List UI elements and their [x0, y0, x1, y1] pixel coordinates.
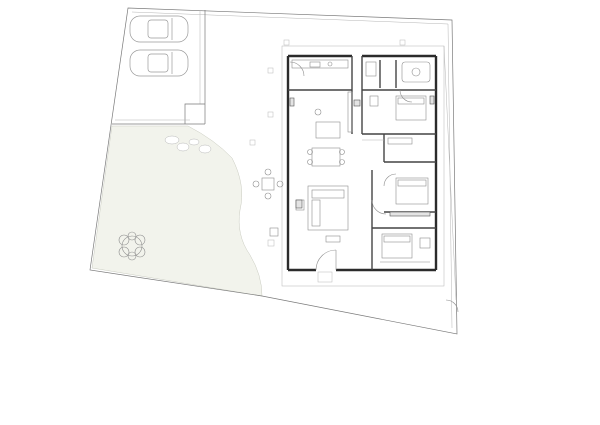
house-walls	[286, 54, 438, 272]
property-boundary	[89, 7, 458, 335]
parking-area	[112, 10, 206, 125]
room-corridor	[362, 137, 413, 145]
lawn-area	[91, 125, 263, 297]
car-2	[129, 49, 189, 77]
garden-stones	[164, 39, 406, 247]
room-kitchen	[291, 59, 349, 69]
patio-furniture	[252, 168, 284, 237]
room-living	[295, 185, 349, 243]
terrace-outline	[281, 45, 445, 287]
room-bedroom-2	[389, 177, 431, 217]
car-1	[129, 15, 189, 43]
doors	[289, 61, 413, 283]
inner-boundary	[131, 11, 453, 329]
room-bedroom-3	[380, 233, 431, 263]
room-dining	[307, 91, 353, 167]
room-bedroom-1	[369, 95, 427, 121]
wall-details	[289, 95, 435, 209]
tree-symbol	[118, 231, 146, 261]
room-bathroom	[365, 61, 431, 83]
side-path	[443, 45, 459, 313]
